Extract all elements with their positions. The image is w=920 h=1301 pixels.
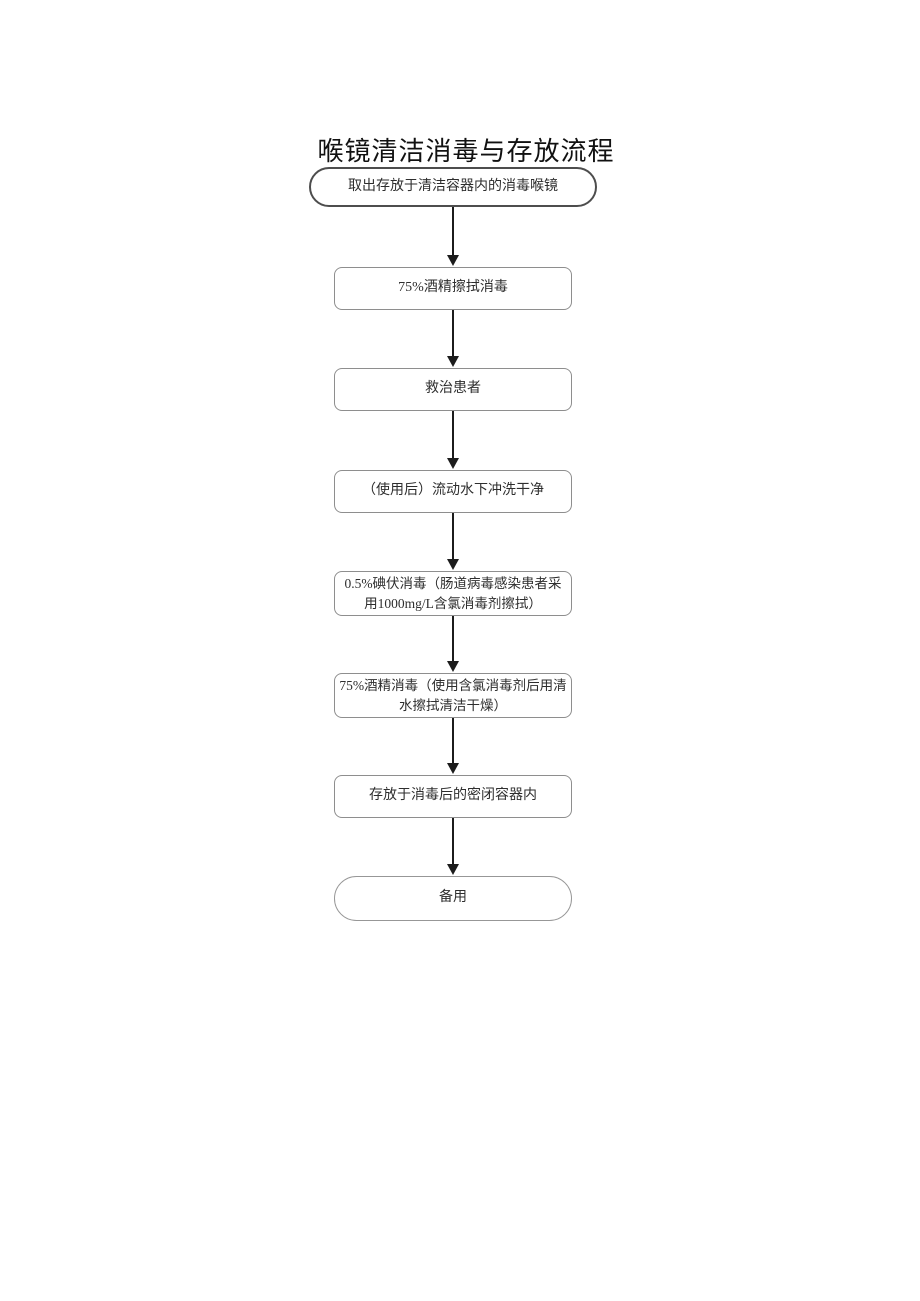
- flow-node-label: 救治患者: [425, 381, 481, 397]
- connector-line: [452, 616, 454, 661]
- flow-node-label: 备用: [439, 890, 467, 906]
- arrow-down-icon: [447, 559, 459, 570]
- flow-connector-3: [447, 411, 459, 469]
- flow-node-step-3: （使用后）流动水下冲洗干净: [334, 470, 572, 513]
- arrow-down-icon: [447, 255, 459, 266]
- flow-node-label: 75%酒精擦拭消毒: [398, 280, 508, 296]
- arrow-down-icon: [447, 458, 459, 469]
- connector-line: [452, 411, 454, 458]
- connector-line: [452, 818, 454, 864]
- connector-line: [452, 310, 454, 356]
- flow-node-label: 75%酒精消毒（使用含氯消毒剂后用清水擦拭清洁干燥）: [339, 677, 567, 713]
- flow-connector-1: [447, 207, 459, 266]
- flow-node-label: 取出存放于清洁容器内的消毒喉镜: [348, 178, 558, 194]
- arrow-down-icon: [447, 661, 459, 672]
- connector-line: [452, 207, 454, 255]
- flow-connector-7: [447, 818, 459, 875]
- arrow-down-icon: [447, 356, 459, 367]
- flow-node-start: 取出存放于清洁容器内的消毒喉镜: [309, 167, 597, 207]
- flow-node-label: 存放于消毒后的密闭容器内: [369, 788, 537, 804]
- flow-node-label: （使用后）流动水下冲洗干净: [362, 483, 544, 499]
- connector-line: [452, 718, 454, 763]
- flow-connector-6: [447, 718, 459, 774]
- connector-line: [452, 513, 454, 559]
- flow-node-step-2: 救治患者: [334, 368, 572, 411]
- arrow-down-icon: [447, 763, 459, 774]
- arrow-down-icon: [447, 864, 459, 875]
- flow-node-step-4: 0.5%碘伏消毒（肠道病毒感染患者采用1000mg/L含氯消毒剂擦拭）: [334, 571, 572, 616]
- flow-connector-4: [447, 513, 459, 570]
- flow-node-step-6: 存放于消毒后的密闭容器内: [334, 775, 572, 818]
- page-title: 喉镜清洁消毒与存放流程: [317, 137, 615, 166]
- flow-node-end: 备用: [334, 876, 572, 921]
- flow-connector-2: [447, 310, 459, 367]
- flow-connector-5: [447, 616, 459, 672]
- flow-node-step-1: 75%酒精擦拭消毒: [334, 267, 572, 310]
- flow-node-label: 0.5%碘伏消毒（肠道病毒感染患者采用1000mg/L含氯消毒剂擦拭）: [344, 575, 562, 611]
- flow-node-step-5: 75%酒精消毒（使用含氯消毒剂后用清水擦拭清洁干燥）: [334, 673, 572, 718]
